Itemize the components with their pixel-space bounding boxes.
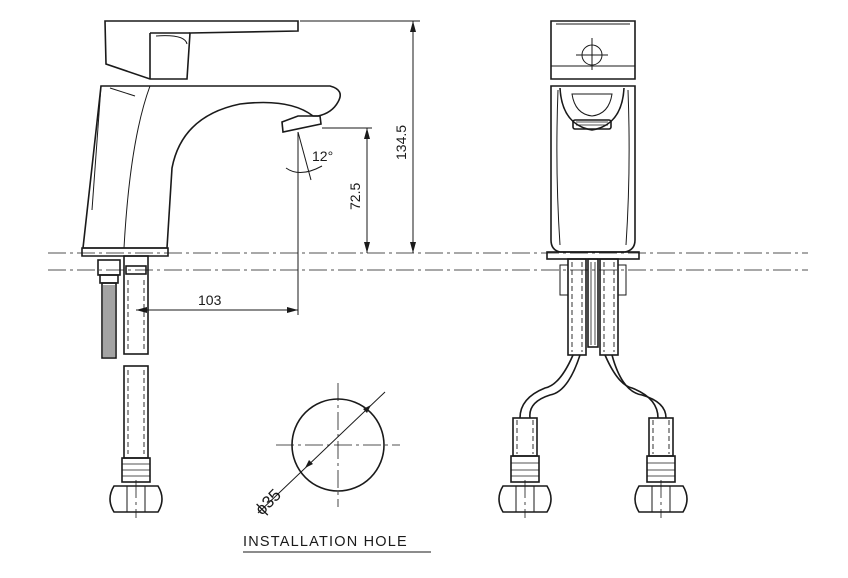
faucet-front-view bbox=[498, 20, 688, 518]
dimension-spout-angle: 12° bbox=[285, 131, 333, 185]
reach-label: 103 bbox=[198, 292, 222, 308]
dimension-spout-height: 72.5 bbox=[322, 127, 372, 253]
faucet-side-view bbox=[81, 20, 341, 518]
countertop-lines bbox=[48, 252, 808, 271]
installation-hole-view: ϕ35 INSTALLATION HOLE bbox=[243, 383, 431, 553]
spout-height-label: 72.5 bbox=[347, 183, 363, 210]
dimension-reach: 103 bbox=[136, 185, 299, 315]
hole-diameter-label: ϕ35 bbox=[251, 485, 285, 519]
dimension-overall-height: 134.5 bbox=[300, 20, 420, 253]
overall-height-label: 134.5 bbox=[393, 125, 409, 160]
installation-hole-caption: INSTALLATION HOLE bbox=[243, 534, 408, 550]
spout-angle-label: 12° bbox=[312, 148, 333, 164]
